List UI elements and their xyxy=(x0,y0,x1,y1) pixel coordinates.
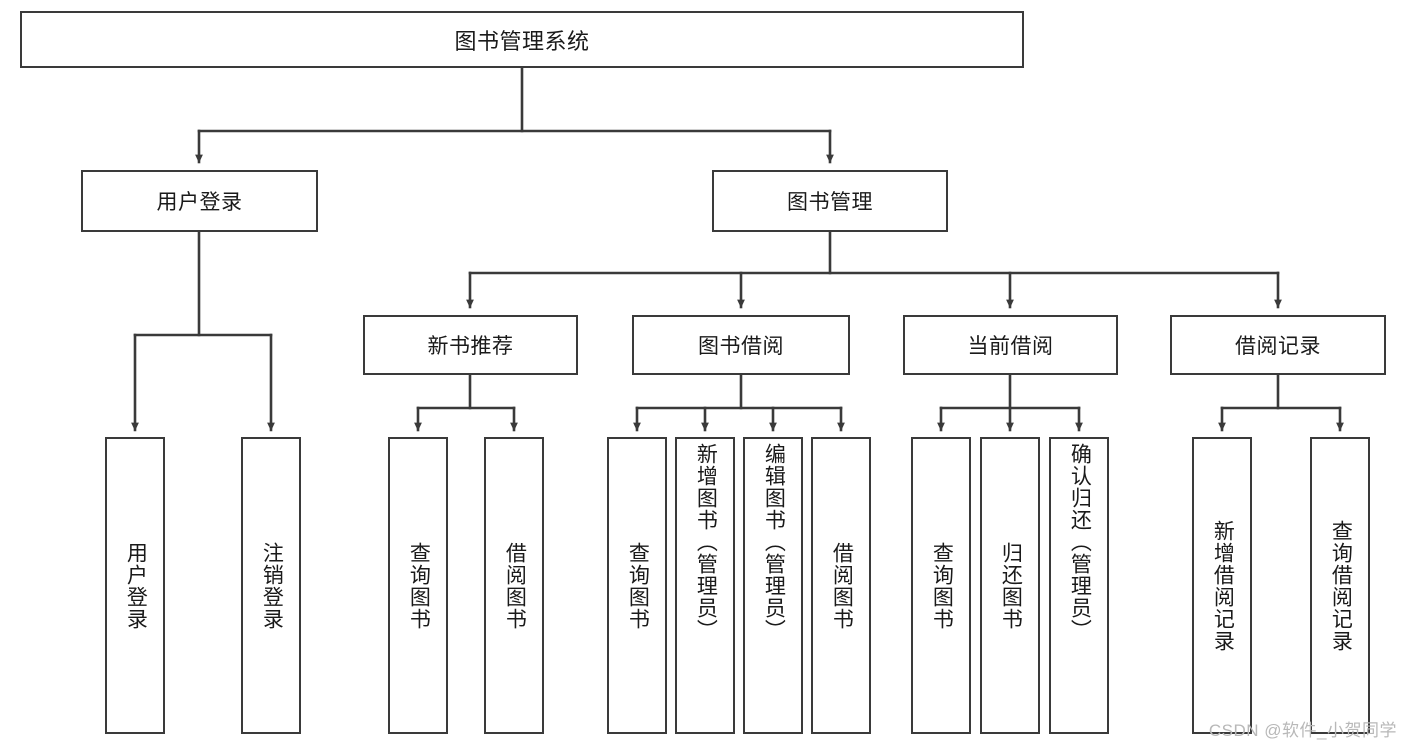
node-borrow-record[interactable]: 借阅记录 xyxy=(1170,315,1386,375)
node-label: 图书管理 xyxy=(787,191,873,214)
leaf-user-login-signin[interactable]: 用户登录 xyxy=(105,437,165,734)
node-label: 注销登录 xyxy=(260,541,284,630)
leaf-borrow-record-add[interactable]: 新增借阅记录 xyxy=(1192,437,1252,734)
watermark: CSDN @软件_小贺同学 xyxy=(1208,721,1397,740)
leaf-new-book-borrow[interactable]: 借阅图书 xyxy=(484,437,544,734)
node-label: 图书借阅 xyxy=(698,335,784,358)
node-label: 查询图书 xyxy=(626,541,650,630)
leaf-new-book-query[interactable]: 查询图书 xyxy=(388,437,448,734)
node-label: 当前借阅 xyxy=(967,335,1054,358)
node-label: 查询图书 xyxy=(930,541,954,630)
node-book-management[interactable]: 图书管理 xyxy=(712,170,948,232)
leaf-current-borrow-query[interactable]: 查询图书 xyxy=(911,437,971,734)
leaf-current-borrow-confirm-return[interactable]: 确认归还（管理员） xyxy=(1049,437,1109,734)
node-label: 借阅图书 xyxy=(503,541,527,630)
leaf-book-borrow-edit[interactable]: 编辑图书（管理员） xyxy=(743,437,803,734)
node-book-borrow[interactable]: 图书借阅 xyxy=(632,315,850,375)
node-root-system[interactable]: 图书管理系统 xyxy=(20,11,1024,68)
node-label: 查询图书 xyxy=(407,541,431,630)
node-new-book-recommend[interactable]: 新书推荐 xyxy=(363,315,578,375)
node-label: 归还图书 xyxy=(999,541,1023,630)
node-label: 图书管理系统 xyxy=(454,28,590,54)
node-label: 编辑图书（管理员） xyxy=(762,443,786,641)
node-label: 用户登录 xyxy=(156,191,243,214)
node-current-borrow[interactable]: 当前借阅 xyxy=(903,315,1118,375)
leaf-book-borrow-lend[interactable]: 借阅图书 xyxy=(811,437,871,734)
node-label: 借阅记录 xyxy=(1235,335,1321,358)
node-label: 新增借阅记录 xyxy=(1211,519,1235,652)
node-label: 用户登录 xyxy=(124,541,148,630)
leaf-book-borrow-query[interactable]: 查询图书 xyxy=(607,437,667,734)
node-user-login[interactable]: 用户登录 xyxy=(81,170,318,232)
node-label: 新增图书（管理员） xyxy=(694,443,718,641)
node-label: 新书推荐 xyxy=(427,335,514,358)
leaf-current-borrow-return[interactable]: 归还图书 xyxy=(980,437,1040,734)
node-label: 确认归还（管理员） xyxy=(1068,443,1092,641)
leaf-borrow-record-query[interactable]: 查询借阅记录 xyxy=(1310,437,1370,734)
node-label: 查询借阅记录 xyxy=(1329,519,1353,652)
leaf-user-login-signout[interactable]: 注销登录 xyxy=(241,437,301,734)
node-label: 借阅图书 xyxy=(830,541,854,630)
leaf-book-borrow-add[interactable]: 新增图书（管理员） xyxy=(675,437,735,734)
